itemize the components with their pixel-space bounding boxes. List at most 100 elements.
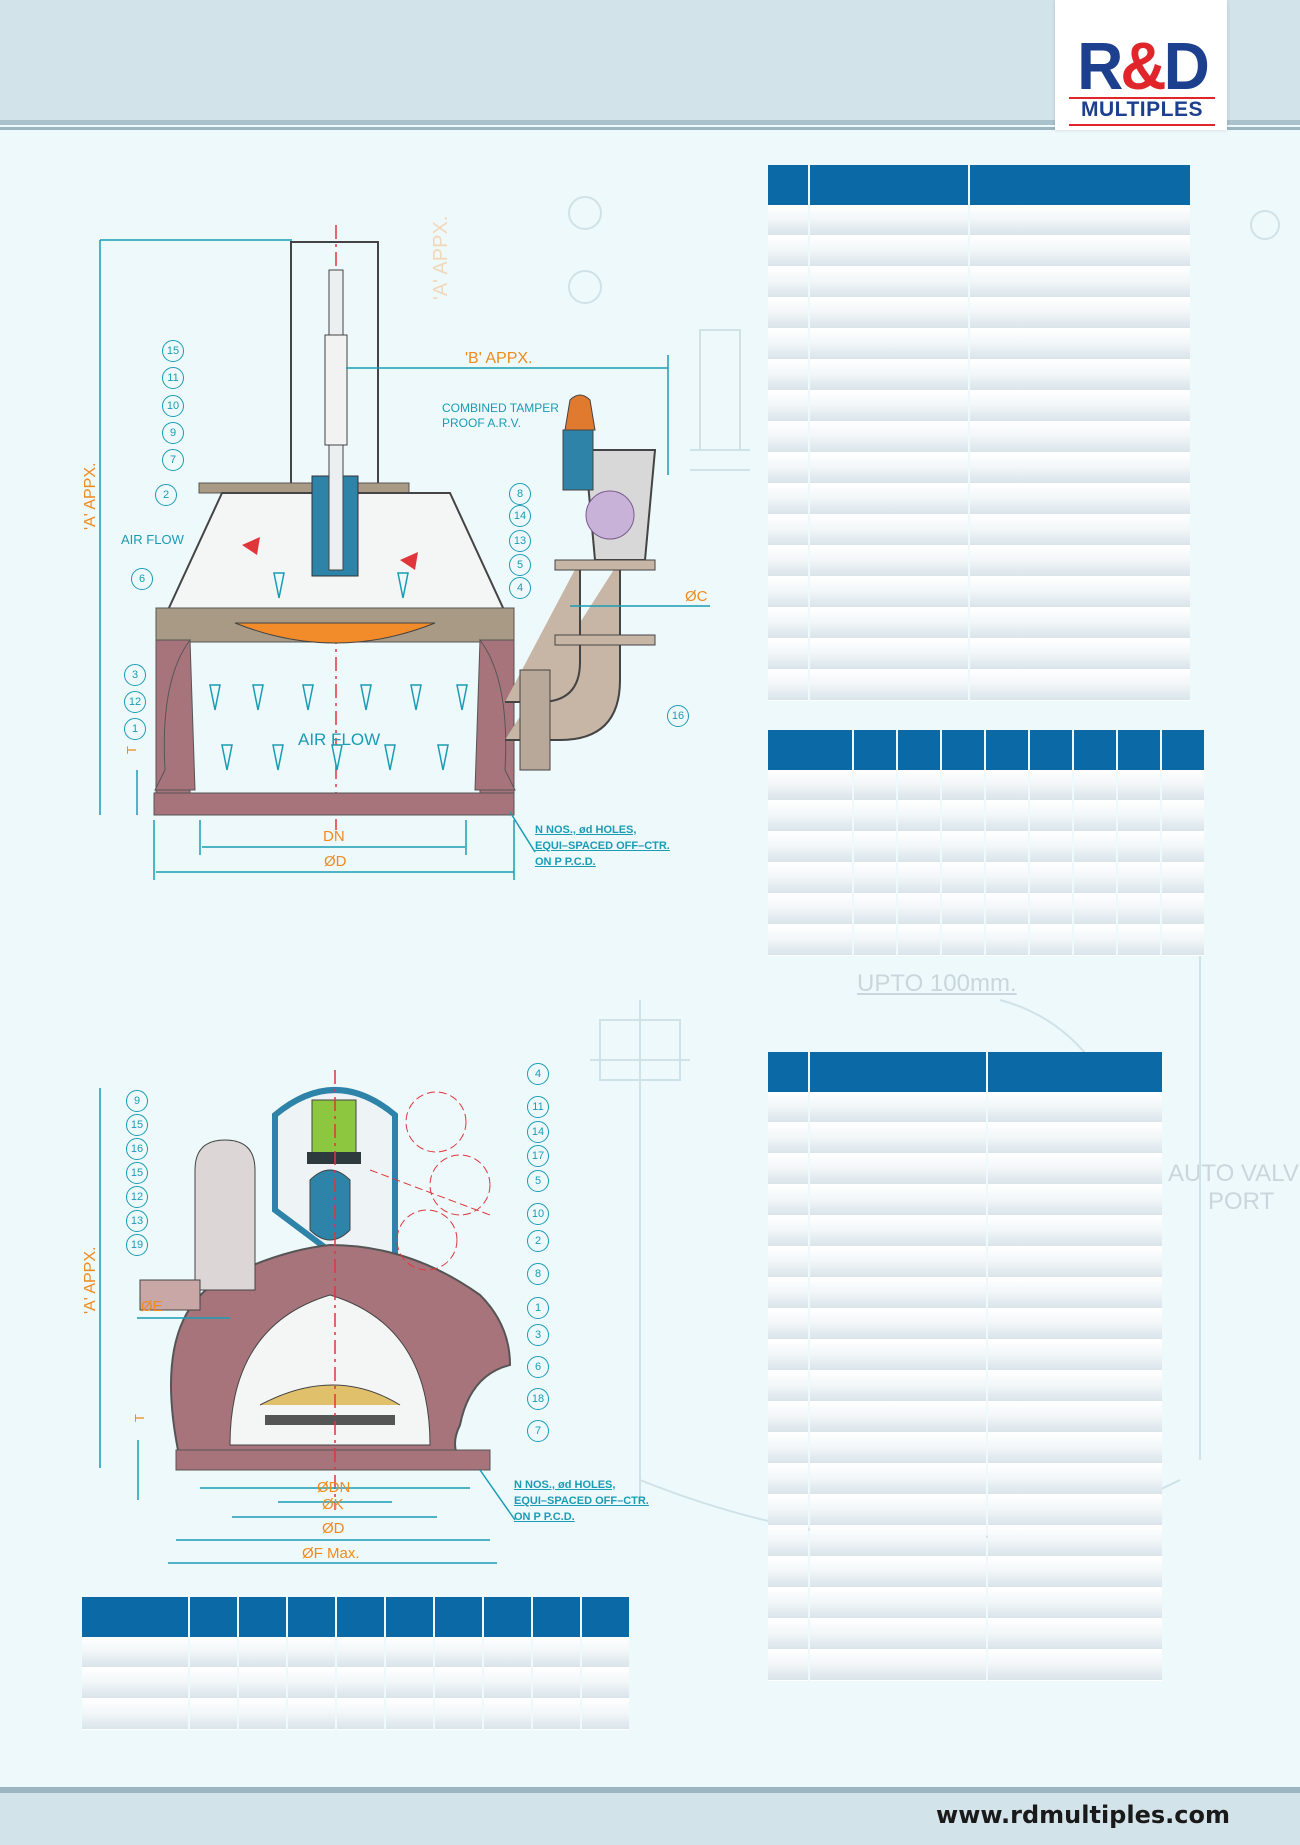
table-cell [970, 670, 1190, 701]
table-cell [810, 608, 968, 639]
table-cell [942, 770, 984, 801]
table-cell [337, 1637, 384, 1668]
table-cell [337, 1668, 384, 1699]
table-cell [810, 1185, 986, 1216]
table-cell [768, 267, 808, 298]
table-cell [810, 1278, 986, 1309]
table-cell [970, 515, 1190, 546]
table-row [768, 925, 1204, 956]
bottom-phi-e-label: ØE [141, 1298, 163, 1315]
table-row [768, 1371, 1162, 1402]
top-phi-c-label: ØC [685, 588, 708, 605]
table-cell [190, 1637, 237, 1668]
table-cell [1162, 863, 1204, 894]
top-air-flow-main: AIR FLOW [298, 730, 381, 749]
table-row [768, 267, 1190, 298]
callout-11: 11 [162, 367, 184, 389]
top-air-flow-side: AIR FLOW [121, 532, 184, 547]
table-cell [1074, 832, 1116, 863]
table-cell [1118, 832, 1160, 863]
company-logo: R&D MULTIPLES [1055, 0, 1227, 130]
parts-table-bottom-right [766, 1052, 1164, 1681]
table-row [768, 236, 1190, 267]
table-cell [988, 1123, 1162, 1154]
table-cell [986, 770, 1028, 801]
table-cell [288, 1699, 335, 1730]
table-cell [484, 1668, 531, 1699]
table-row [768, 639, 1190, 670]
table-cell [810, 484, 968, 515]
table-cell [239, 1637, 286, 1668]
table-cell [435, 1668, 482, 1699]
table-cell [1162, 832, 1204, 863]
table-row [768, 1495, 1162, 1526]
website-url[interactable]: www.rdmultiples.com [936, 1801, 1230, 1829]
callout-6: 6 [131, 568, 153, 590]
table-cell [190, 1699, 237, 1730]
callout-13b: 13 [126, 1210, 148, 1232]
table-cell [1074, 925, 1116, 956]
table-cell [1162, 894, 1204, 925]
callout-8: 8 [509, 483, 531, 505]
logo-wordmark: R&D [1077, 28, 1210, 104]
table-cell [768, 329, 808, 360]
callout-7: 7 [162, 449, 184, 471]
table-cell [1074, 863, 1116, 894]
callout-11b: 11 [527, 1096, 549, 1118]
table-cell [988, 1650, 1162, 1681]
table-cell [1162, 925, 1204, 956]
table-cell [768, 1340, 808, 1371]
table-cell [1030, 770, 1072, 801]
top-a-appx-label: 'A' APPX. [82, 462, 99, 530]
table-row [768, 515, 1190, 546]
table-cell [484, 1699, 531, 1730]
dimension-table-bottom [80, 1597, 631, 1730]
table-cell [1118, 863, 1160, 894]
table-cell [810, 422, 968, 453]
table-cell [942, 801, 984, 832]
table-row [768, 1092, 1162, 1123]
table-cell [190, 1668, 237, 1699]
table-cell [810, 1495, 986, 1526]
table-cell [810, 1340, 986, 1371]
bottom-phi-dn-label: ØDN [317, 1479, 351, 1496]
callout-2b: 2 [527, 1230, 549, 1252]
table-cell [986, 894, 1028, 925]
table-cell [898, 770, 940, 801]
table-row [82, 1668, 629, 1699]
table-cell [970, 329, 1190, 360]
table-cell [1118, 894, 1160, 925]
table-cell [810, 1216, 986, 1247]
table-row [768, 360, 1190, 391]
callout-13: 13 [509, 530, 531, 552]
table-row [768, 205, 1190, 236]
auto-valve-label-2: PORT [1208, 1188, 1275, 1215]
table-cell [810, 298, 968, 329]
table-cell [986, 925, 1028, 956]
table-cell [1162, 801, 1204, 832]
table-cell [810, 360, 968, 391]
table-cell [768, 894, 852, 925]
table-cell [1118, 925, 1160, 956]
table-cell [942, 894, 984, 925]
table-cell [810, 391, 968, 422]
table-row [768, 577, 1190, 608]
top-valve-drawing [99, 225, 710, 880]
table-cell [810, 577, 968, 608]
table-cell [988, 1619, 1162, 1650]
bottom-a-appx-label: 'A' APPX. [82, 1246, 99, 1314]
table-row [768, 1464, 1162, 1495]
table-row [768, 329, 1190, 360]
table-cell [988, 1433, 1162, 1464]
table-cell [810, 1619, 986, 1650]
table-cell [810, 1123, 986, 1154]
table-row [768, 1247, 1162, 1278]
table-row [768, 1557, 1162, 1588]
table-cell [1030, 832, 1072, 863]
table-cell [239, 1699, 286, 1730]
table-row [768, 1588, 1162, 1619]
table-cell [810, 236, 968, 267]
table-cell [970, 608, 1190, 639]
table-cell [768, 577, 808, 608]
table-cell [386, 1637, 433, 1668]
